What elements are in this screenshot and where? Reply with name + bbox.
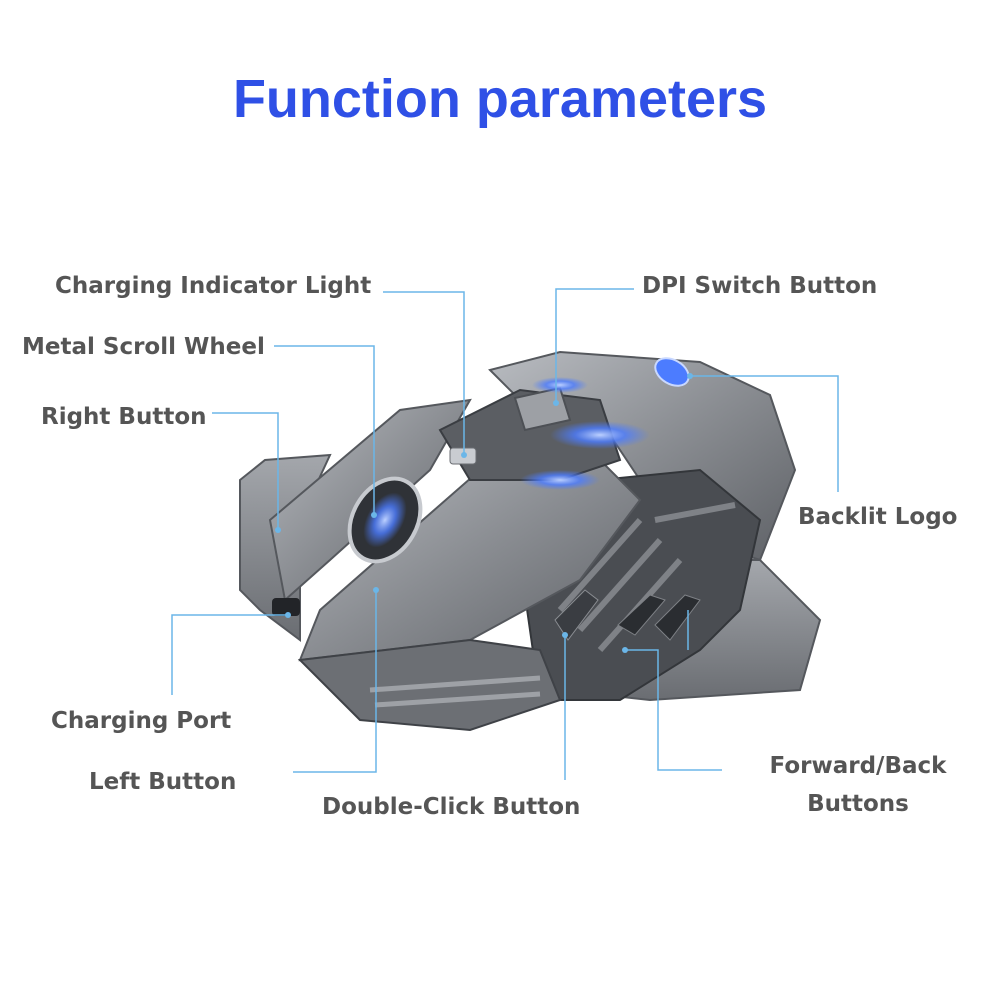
leader-forward-back <box>625 649 722 771</box>
label-charging-indicator-light: Charging Indicator Light <box>55 273 372 299</box>
side-button-back <box>654 594 701 641</box>
side-button-forward <box>617 594 666 636</box>
mouse-center-top <box>438 388 622 481</box>
dot-double-click <box>562 632 568 638</box>
dot-dpi-switch <box>553 400 559 406</box>
label-charging-port: Charging Port <box>51 708 232 734</box>
dot-forward-back <box>622 647 628 653</box>
label-forward-back-line1: Forward/Back <box>769 753 947 779</box>
label-forward-back-line2: Buttons <box>807 791 909 817</box>
label-backlit-logo: Backlit Logo <box>798 504 958 530</box>
dot-right-button <box>275 527 281 533</box>
dot-charging-port <box>285 612 291 618</box>
label-double-click-button: Double-Click Button <box>322 794 581 820</box>
leader-metal-scroll-wheel <box>274 345 375 515</box>
leader-backlit-logo <box>690 375 839 492</box>
dot-left-button <box>373 587 379 593</box>
leader-left-button <box>293 590 377 773</box>
label-left-button: Left Button <box>89 769 237 795</box>
leader-right-button <box>212 412 279 530</box>
page-title: Function parameters <box>232 69 768 129</box>
dot-charging-indicator <box>461 452 467 458</box>
label-right-button: Right Button <box>41 404 207 430</box>
dot-backlit-logo <box>687 373 693 379</box>
label-dpi-switch-button: DPI Switch Button <box>642 273 878 299</box>
label-metal-scroll-wheel: Metal Scroll Wheel <box>22 334 265 360</box>
dot-scroll-wheel <box>371 512 377 518</box>
backlit-logo-glow <box>654 357 690 387</box>
leader-charging-port <box>171 614 288 695</box>
leader-dpi-switch <box>555 288 634 403</box>
leader-charging-indicator <box>383 291 465 455</box>
charging-port-opening <box>272 598 300 616</box>
